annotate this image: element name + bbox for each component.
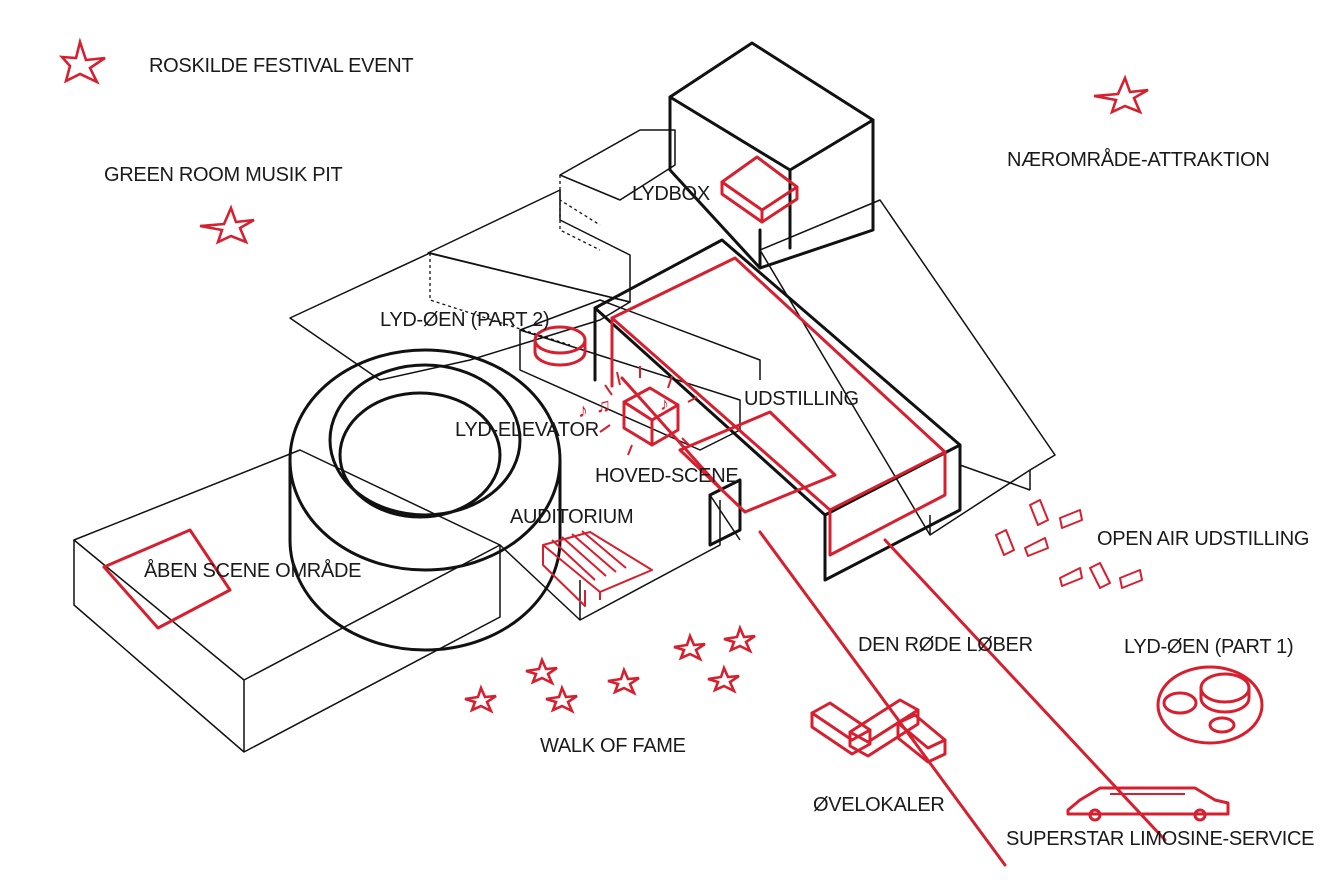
red-carpet (758, 530, 1167, 867)
auditorium-steps (542, 530, 653, 607)
label-naeromraade: NÆROMRÅDE-ATTRAKTION (1007, 149, 1270, 171)
star-icon (545, 684, 578, 714)
legend-star-icon (58, 37, 106, 85)
star-icon (1093, 74, 1149, 115)
label-den-rode-lober: DEN RØDE LØBER (858, 634, 1033, 656)
music-note-icon: ♫ (596, 395, 611, 417)
main-hall (593, 238, 962, 582)
lyd-oen-1 (1156, 665, 1264, 745)
music-note-icon: ♪ (578, 400, 588, 422)
label-limousine: SUPERSTAR LIMOSINE-SERVICE (1006, 828, 1315, 850)
label-aaben-scene: ÅBEN SCENE OMRÅDE (144, 560, 362, 582)
label-ovelokaler: ØVELOKALER (813, 794, 945, 816)
star-icon (199, 204, 255, 245)
label-lydbox: LYDBOX (632, 183, 710, 205)
label-auditorium: AUDITORIUM (510, 506, 634, 528)
label-open-air: OPEN AIR UDSTILLING (1097, 528, 1310, 550)
stars (199, 74, 1149, 714)
music-note-icon: ♪ (660, 394, 669, 414)
limousine-icon (1066, 786, 1230, 822)
star-icon (707, 664, 740, 694)
star-icon (464, 684, 497, 714)
label-hoved-scene: HOVED-SCENE (595, 465, 739, 487)
label-green-room: GREEN ROOM MUSIK PIT (104, 164, 343, 186)
label-udstilling: UDSTILLING (744, 388, 859, 410)
star-icon (723, 624, 756, 654)
legend-label: ROSKILDE FESTIVAL EVENT (149, 55, 414, 77)
star-icon (673, 632, 706, 662)
star-icon (607, 666, 640, 696)
ring-structure (288, 348, 562, 652)
label-lyd-oen-1: LYD-ØEN (PART 1) (1124, 636, 1294, 658)
lyd-elevator-cube: ♪ ♫ ♪ (578, 366, 698, 456)
label-walk-of-fame: WALK OF FAME (540, 735, 686, 757)
lyd-oen-2-disc (533, 325, 587, 367)
label-lyd-elevator: LYD-ELEVATOR (455, 419, 599, 441)
lydbox-tower (668, 41, 875, 270)
star-icon (525, 656, 558, 686)
label-lyd-oen-2: LYD-ØEN (PART 2) (380, 309, 550, 331)
right-wing (759, 199, 1056, 536)
ovelokaler-blocks (810, 698, 947, 764)
open-air-panels (995, 499, 1143, 589)
open-stage-wing (73, 449, 501, 753)
